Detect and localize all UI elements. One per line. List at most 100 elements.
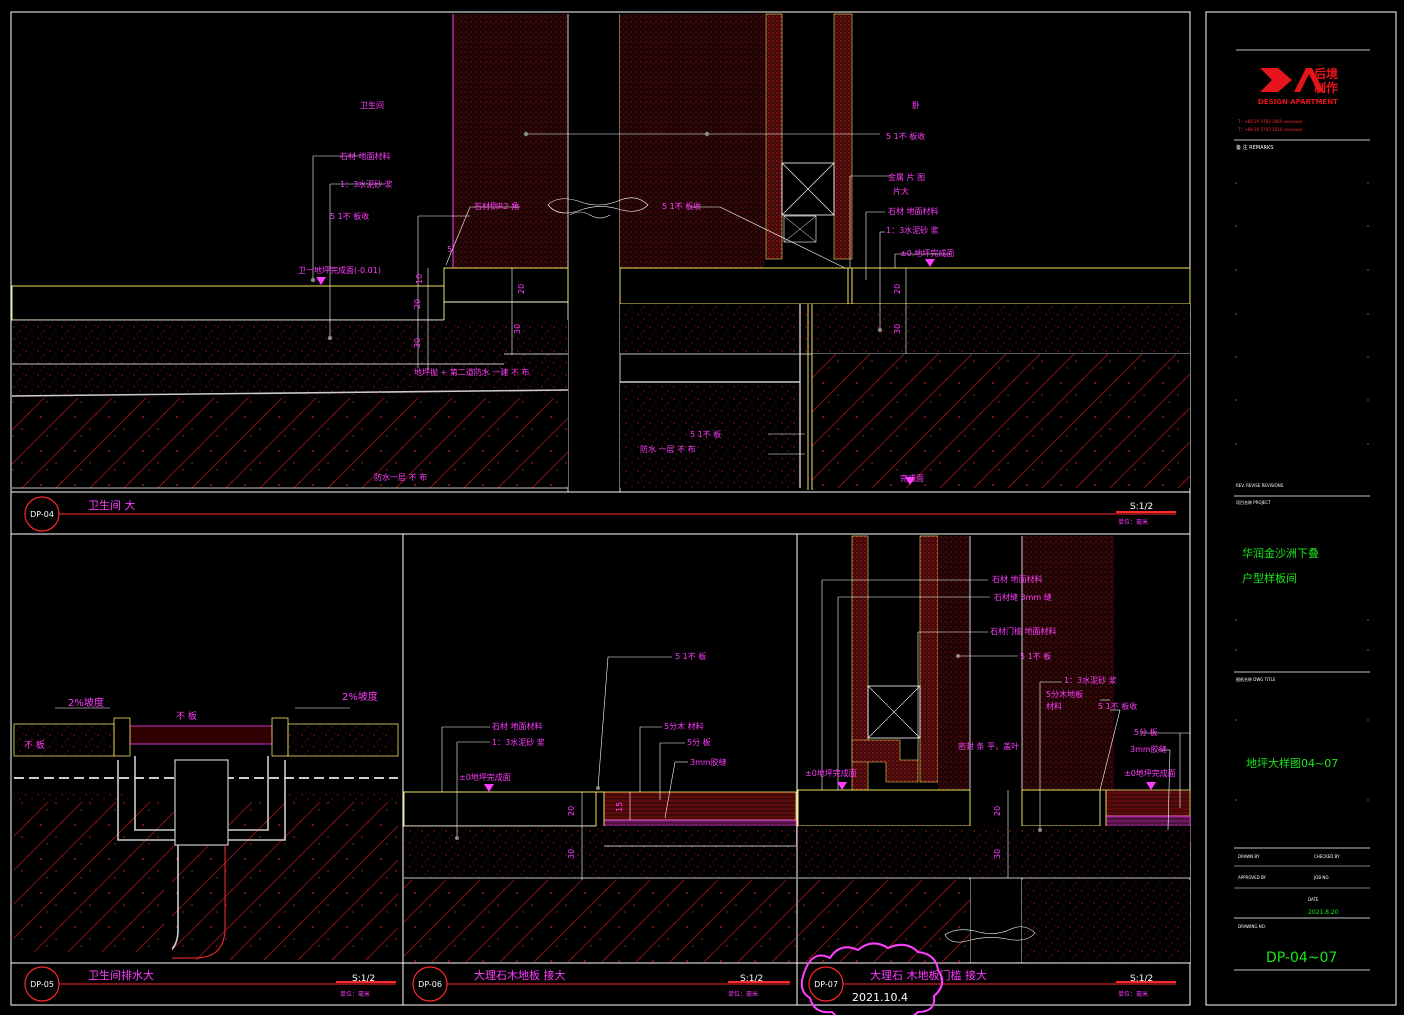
dp04-note-chamfer: 石材倒R2 角: [474, 201, 519, 211]
dp04-note-stainless-low: 5 1不 板: [690, 429, 721, 439]
logo-contact-2: T：+86 20 3703 1020 xxxxxxxx: [1237, 127, 1303, 132]
dp04-dim-2: 10: [415, 274, 424, 284]
revision-label: REV. REVISE REVISIONS: [1236, 483, 1284, 488]
dp04-note-stone: 石材 地面材料: [340, 151, 391, 161]
dp04-dim-8: 30: [893, 324, 902, 334]
detail-dp07: 石材 地面材料 石材缝 3mm 缝 石材门槛 地面材料 5 1不 板 1：3水泥…: [797, 535, 1191, 963]
dp07-dim-2: 30: [993, 849, 1002, 859]
remarks-label: 备 注 REMARKS: [1236, 144, 1273, 151]
dp07-note-wood2: 材料: [1046, 701, 1062, 711]
title-dp05-scale: S:1/2: [352, 974, 375, 984]
dp06-note-board: 5分 板: [687, 737, 711, 747]
dp04-note-wood: 片大: [893, 186, 909, 196]
client-label: 项目名称 PROJECT: [1236, 499, 1271, 505]
title-dp04-id: DP-04: [30, 510, 54, 519]
dp06-dim-1: 20: [567, 806, 576, 816]
dp06-dim-2: 30: [567, 849, 576, 859]
drawing-title: 地坪大样图04~07: [1246, 756, 1338, 770]
dp07-note-mortar: 1：3水泥砂 浆: [1064, 675, 1117, 685]
title-dp06-scale: S:1/2: [740, 974, 763, 984]
dp05-note-left-finish: 不 板: [24, 739, 45, 751]
logo-cn-1: 后境: [1314, 66, 1338, 81]
titleblock-frame: [1205, 11, 1397, 1006]
dp07-note-level-r: ±0地坪完成面: [1124, 768, 1176, 778]
dp07-note-level-l: ±0地坪完成面: [805, 768, 857, 778]
dp07-note-door: 密封 条 平，盖叶: [958, 741, 1019, 751]
title-dp07: DP-07 大理石 木地板门槛 接大 S:1/2 单位：毫米: [808, 966, 1176, 1002]
dp04-dim-6: 30: [513, 324, 522, 334]
drawing-no: DP-04~07: [1266, 950, 1337, 966]
revision-cloud: [800, 942, 944, 1015]
logo-mark-icon: [1260, 68, 1292, 92]
dp07-note-stainless: 5 1不 板: [1020, 651, 1051, 661]
dp04-dim-3: 20: [413, 299, 422, 309]
project-name-1: 华润金沙洲下叠: [1242, 546, 1319, 560]
dp04-dim-5: 20: [517, 284, 526, 294]
dp07-note-door-sill: 石材门槛 地面材料: [990, 626, 1057, 636]
detail-dp06: 5 1不 板 石材 地面材料 1：3水泥砂 浆 ±0地坪完成面 5分木 材料 5…: [403, 651, 797, 962]
dp05-note-grate: 不 板: [176, 710, 197, 722]
title-dp06-id: DP-06: [418, 980, 442, 989]
title-dp05-unit: 单位：毫米: [340, 990, 370, 998]
date-label: DATE: [1308, 897, 1319, 902]
title-dp05: DP-05 卫生间排水大 S:1/2 单位：毫米: [24, 966, 396, 1002]
drawn-by-label: DRAWN BY: [1238, 854, 1260, 859]
dp04-note-level-dry: ±0.地坪完成面: [900, 248, 954, 258]
title-dp06-unit: 单位：毫米: [728, 990, 758, 998]
title-dp04: DP-04 卫生间 大 S:1/2 单位：毫米: [24, 496, 1176, 532]
dp04-note-metal: 金属 片 图: [888, 172, 925, 182]
title-dp06-name: 大理石木地板 接大: [474, 968, 566, 982]
dp04-note-waterproof-low: 防水 一层 不 布: [640, 444, 696, 454]
detail-dp04: 5 10 20 30 20 30 20 30 卫生间 卧 石材 地面材料 1：3…: [11, 13, 1191, 492]
dp04-note-stainless-top: 5 1不 板收: [886, 131, 925, 141]
titleblock: 后境 制作 DESIGN APARTMENT T：+86 20 3703 100…: [1234, 49, 1370, 971]
title-dp04-unit: 单位：毫米: [1118, 518, 1148, 526]
dp04-note-mortar: 1：3水泥砂 浆: [340, 179, 393, 189]
dp04-note-level-wet: 卫一地坪完成面(-0.01): [298, 265, 381, 275]
logo-cn-2: 制作: [1314, 80, 1338, 95]
dp07-note-stainless-r: 5 1不 板收: [1098, 701, 1137, 711]
dp04-note-waterproof: 地坪抛 + 第二道防水 一建 不 布: [414, 367, 529, 377]
checked-by-label: CHECKED BY: [1314, 854, 1340, 859]
dp07-dim-1: 20: [993, 806, 1002, 816]
title-dp07-scale: S:1/2: [1130, 974, 1153, 984]
dp04-note-stainless-mid: 5 1不 板收: [662, 201, 701, 211]
dp06-note-mortar: 1：3水泥砂 浆: [492, 737, 545, 747]
dp04-dim-4: 30: [413, 338, 422, 348]
dp07-note-stone: 石材 地面材料: [992, 574, 1043, 584]
dp07-note-board: 5分 板: [1134, 727, 1158, 737]
title-dp05-id: DP-05: [30, 980, 54, 989]
dp04-note-drain-bottom: 防水一层 不 布: [374, 472, 427, 482]
dp06-note-stainless: 5 1不 板: [675, 651, 706, 661]
drawing-no-label: DRAWING NO.: [1238, 924, 1266, 929]
dp04-dim-1: 5: [447, 245, 452, 254]
dp06-dim-3: 15: [615, 802, 624, 812]
logo-contact-1: T：+86 20 3703 1000 xxxxxxxx: [1237, 119, 1303, 124]
dp04-note-room-right: 卧: [912, 101, 920, 110]
title-dp04-name: 卫生间 大: [88, 498, 136, 512]
title-dp04-scale: S:1/2: [1130, 502, 1153, 512]
detail-dp05: 2%坡度 2%坡度 不 板 不 板: [13, 690, 399, 960]
title-dp07-unit: 单位：毫米: [1118, 990, 1148, 998]
dp07-note-stone-gap: 石材缝 3mm 缝: [994, 592, 1052, 602]
title-dp06: DP-06 大理石木地板 接大 S:1/2 单位：毫米: [412, 966, 790, 1002]
dp05-note-slope-left: 2%坡度: [68, 696, 104, 709]
dp06-note-stone: 石材 地面材料: [492, 721, 543, 731]
title-dp07-id: DP-07: [814, 980, 838, 989]
dp06-note-gap: 3mm胶缝: [690, 757, 727, 767]
dp04-note-stainless: 5 1不 板收: [330, 211, 369, 221]
project-name-2: 户型样板间: [1242, 571, 1297, 585]
drawing-title-label: 图纸名称 DWG TITLE: [1236, 676, 1276, 682]
job-no-label: JOB NO.: [1313, 875, 1330, 880]
dp05-note-slope-right: 2%坡度: [342, 690, 378, 703]
main-frame: [10, 11, 1191, 1006]
title-dp07-name: 大理石 木地板门槛 接大: [870, 968, 987, 982]
dp04-note-level-bottom: 完成面: [900, 473, 924, 483]
dp04-note-stone-r: 石材 地面材料: [888, 206, 939, 216]
approved-by-label: APPROVED BY: [1238, 875, 1267, 880]
revision-note: 2021.10.4: [852, 991, 908, 1004]
dp04-note-mortar-r: 1：3水泥砂 浆: [886, 225, 939, 235]
dp04-dim-7: 20: [893, 284, 902, 294]
logo-en: DESIGN APARTMENT: [1258, 98, 1338, 106]
logo: 后境 制作 DESIGN APARTMENT T：+86 20 3703 100…: [1237, 66, 1338, 132]
